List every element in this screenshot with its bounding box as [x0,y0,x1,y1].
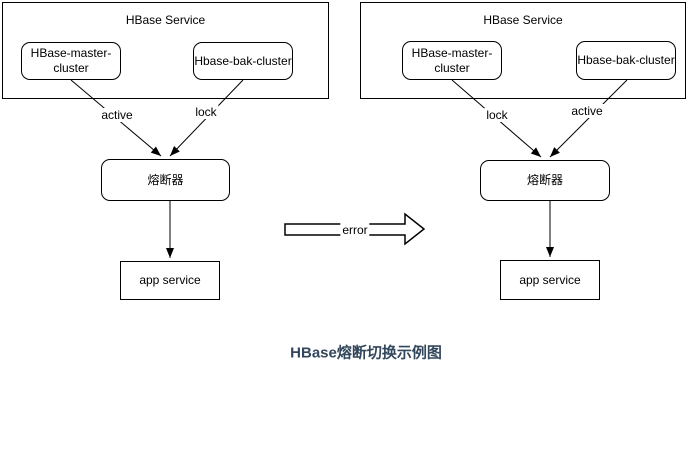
hbase-master-cluster-node-left: HBase-master-cluster [21,42,121,80]
bak-edge-label-left: lock [193,105,219,119]
hbase-bak-cluster-label-right: Hbase-bak-cluster [577,53,675,67]
master-edge-label-left: active [99,108,135,122]
hbase-master-cluster-node-right: HBase-master-cluster [402,41,502,80]
hbase-bak-cluster-node-left: Hbase-bak-cluster [193,42,293,80]
hbase-bak-cluster-node-right: Hbase-bak-cluster [576,41,676,80]
app-service-label-left: app service [139,273,201,287]
app-service-node-left: app service [120,261,220,300]
diagram-title: HBase熔断切换示例图 [290,344,442,362]
circuit-breaker-node-left: 熔断器 [101,159,230,201]
hbase-master-cluster-label-right: HBase-master-cluster [411,45,493,75]
master-edge-label-right: lock [484,108,510,122]
hbase-bak-cluster-label-left: Hbase-bak-cluster [194,53,292,68]
app-service-label-right: app service [519,272,581,287]
app-service-node-right: app service [500,260,600,300]
hbase-master-cluster-label-left: HBase-master-cluster [30,46,112,75]
error-label: error [340,223,370,237]
hbase-service-label-left: HBase Service [125,13,206,27]
circuit-breaker-node-right: 熔断器 [480,160,610,201]
circuit-breaker-label-left: 熔断器 [147,172,184,187]
hbase-service-label-right: HBase Service [483,13,563,27]
circuit-breaker-label-right: 熔断器 [526,173,563,187]
bak-edge-label-right: active [569,104,605,118]
